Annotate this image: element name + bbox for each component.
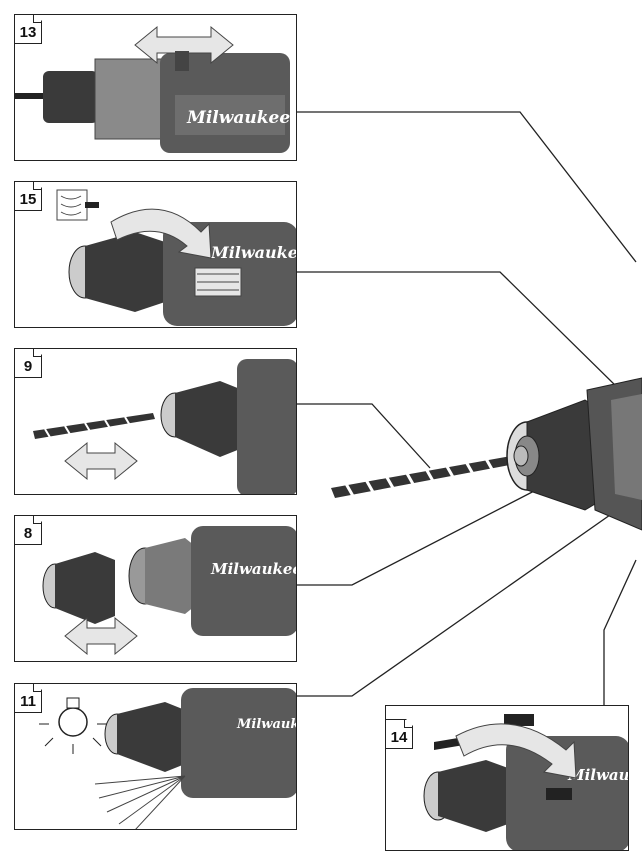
chuck-icon: [55, 552, 115, 624]
brand-logo: Milwaukee: [236, 717, 297, 732]
light-beam-icon: [94, 775, 186, 829]
brand-logo: Milwaukee: [186, 108, 290, 128]
step-number-tag: 14: [386, 718, 414, 749]
gear-selector-switch-icon: [175, 51, 189, 71]
step-9-panel: 9: [14, 348, 297, 495]
drill-screwdriving-mode-illustration: Milwaukee: [56, 189, 297, 326]
slide-arrow-icon: [64, 616, 138, 656]
step-number-tag: 11: [15, 684, 43, 713]
wood-icon: [56, 189, 88, 221]
brand-logo: Milwaukee: [210, 243, 297, 262]
step-number-tag: 9: [15, 349, 43, 378]
drill-body-icon: [586, 377, 642, 531]
mode-selector-icon: [546, 788, 572, 800]
rotate-arrow-icon: [110, 208, 212, 259]
slide-arrow-icon: [64, 441, 138, 481]
step-13-panel: Milwaukee 13: [14, 14, 297, 161]
drill-mode-illustration: Milwaukee: [423, 714, 629, 850]
brand-logo: Milwaukee: [567, 766, 629, 784]
drill-bit-icon: [33, 413, 155, 439]
rotate-arrow-icon: [455, 723, 577, 779]
step-11-panel: Milwaukee 11: [14, 683, 297, 830]
main-drill-illustration: [331, 377, 642, 531]
brand-logo: Milwaukee: [210, 560, 297, 578]
step-15-panel: Milwaukee 15: [14, 181, 297, 328]
slide-arrow-icon: [134, 25, 234, 65]
step-8-panel: Milwaukee 8: [14, 515, 297, 662]
drill-gear-selector-illustration: Milwaukee: [15, 25, 290, 153]
chuck-removal-illustration: Milwaukee: [42, 526, 297, 656]
screw-icon: [504, 714, 534, 726]
step-number-tag: 13: [15, 15, 43, 44]
bit-insert-illustration: [33, 359, 296, 494]
led-light-illustration: Milwaukee: [39, 688, 297, 829]
step-14-panel: Milwaukee 14: [385, 705, 629, 851]
step-number-tag: 8: [15, 516, 43, 545]
step-number-tag: 15: [15, 182, 43, 211]
light-bulb-icon: [39, 697, 107, 754]
